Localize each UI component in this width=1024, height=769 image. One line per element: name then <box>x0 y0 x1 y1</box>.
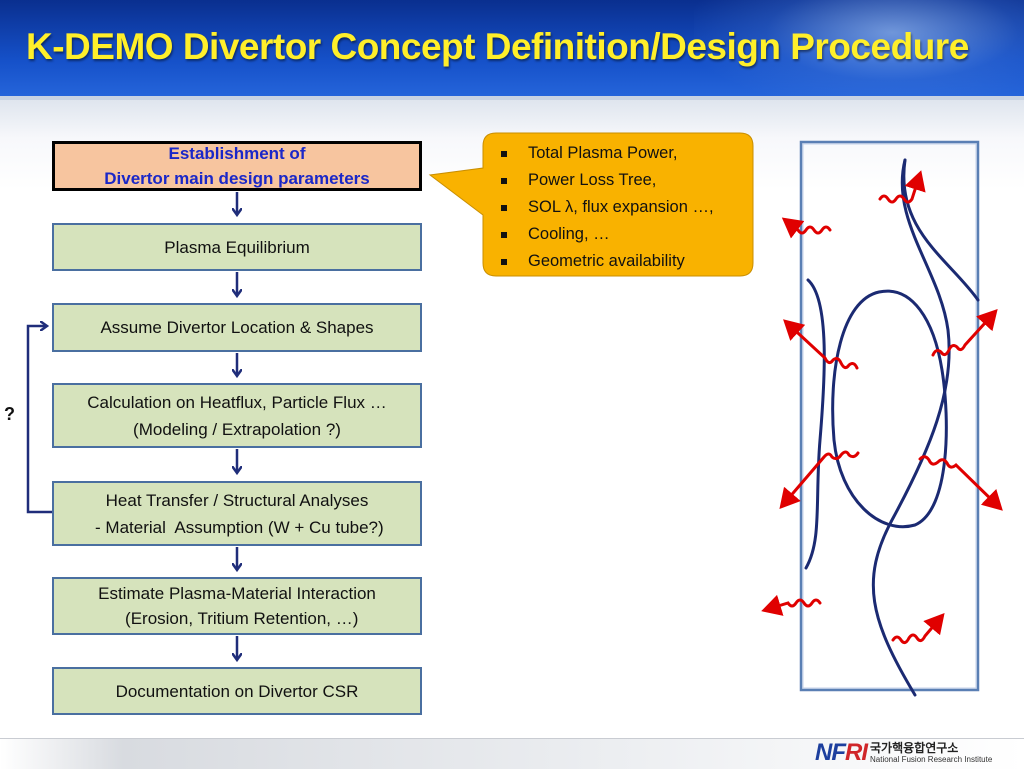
step-6-line-2: (Erosion, Tritium Retention, …) <box>115 609 359 628</box>
step-documentation[interactable]: Documentation on Divertor CSR <box>52 667 422 715</box>
step-plasma-equilibrium[interactable]: Plasma Equilibrium <box>52 223 422 271</box>
heat-arrow-5 <box>779 450 860 510</box>
field-line-right-cross <box>871 158 951 697</box>
feedback-loop-arrow <box>26 326 52 514</box>
field-lines <box>804 158 980 697</box>
step-establish-parameters[interactable]: Establishment of Divertor main design pa… <box>52 141 422 191</box>
heat-arrow-6 <box>918 455 1003 511</box>
callout-item: Power Loss Tree, <box>486 167 748 194</box>
separatrix-loop <box>831 289 948 529</box>
logo-korean: 국가핵융합연구소 <box>870 741 959 755</box>
slide-header <box>0 0 1024 108</box>
flow-arrows <box>26 192 237 659</box>
callout-item: SOL λ, flux expansion …, <box>486 194 748 221</box>
heat-arrow-2 <box>781 217 832 239</box>
header-decoration <box>694 0 1024 108</box>
step-2-line-1: Plasma Equilibrium <box>164 237 310 257</box>
heat-arrow-7 <box>761 594 822 616</box>
heat-arrow-1 <box>878 170 926 204</box>
step-1-line-1: Establishment of <box>168 144 306 163</box>
logo-mark-right: RI <box>845 739 868 766</box>
feedback-question-mark: ? <box>4 404 15 424</box>
step-6-line-1: Estimate Plasma-Material Interaction <box>98 584 376 603</box>
callout-item: Geometric availability <box>486 248 748 275</box>
nfri-logo: NFRI 국가핵융합연구소 National Fusion Research I… <box>815 738 992 768</box>
callout-list: Total Plasma Power, Power Loss Tree, SOL… <box>486 140 748 275</box>
heat-arrow-8 <box>891 612 945 645</box>
logo-mark-left: NF <box>815 739 846 766</box>
logo-english: National Fusion Research Institute <box>870 755 993 764</box>
callout-item: Total Plasma Power, <box>486 140 748 167</box>
logo-mark: NFRI <box>815 739 868 767</box>
step-assume-location[interactable]: Assume Divertor Location & Shapes <box>52 303 422 352</box>
slide-title: K-DEMO Divertor Concept Definition/Desig… <box>26 26 969 67</box>
step-3-line-1: Assume Divertor Location & Shapes <box>100 318 374 337</box>
step-5-line-2: - Material Assumption (W + Cu tube?) <box>90 517 384 537</box>
field-line-left <box>804 278 826 570</box>
field-line-right-outer <box>902 158 980 302</box>
step-plasma-material[interactable]: Estimate Plasma-Material Interaction (Er… <box>52 577 422 635</box>
callout-bubble <box>428 132 754 277</box>
illustration-frame <box>799 140 980 692</box>
slide-footer <box>0 738 1024 769</box>
heat-arrow-3 <box>783 319 859 370</box>
header-rule <box>0 96 1024 100</box>
step-4-line-2: (Modeling / Extrapolation ?) <box>133 419 341 439</box>
step-calculation-flux[interactable]: Calculation on Heatflux, Particle Flux …… <box>52 383 422 448</box>
callout-item: Cooling, … <box>486 221 748 248</box>
step-7-line-1: Documentation on Divertor CSR <box>115 681 359 701</box>
step-5-line-1: Heat Transfer / Structural Analyses <box>105 490 369 510</box>
logo-text: 국가핵융합연구소 National Fusion Research Instit… <box>870 741 993 765</box>
step-4-line-1: Calculation on Heatflux, Particle Flux … <box>87 392 387 412</box>
heat-arrow-4 <box>931 309 998 357</box>
heat-flux-arrows <box>761 170 1003 645</box>
step-1-line-2: Divertor main design parameters <box>104 169 370 188</box>
step-heat-transfer[interactable]: Heat Transfer / Structural Analyses - Ma… <box>52 481 422 546</box>
